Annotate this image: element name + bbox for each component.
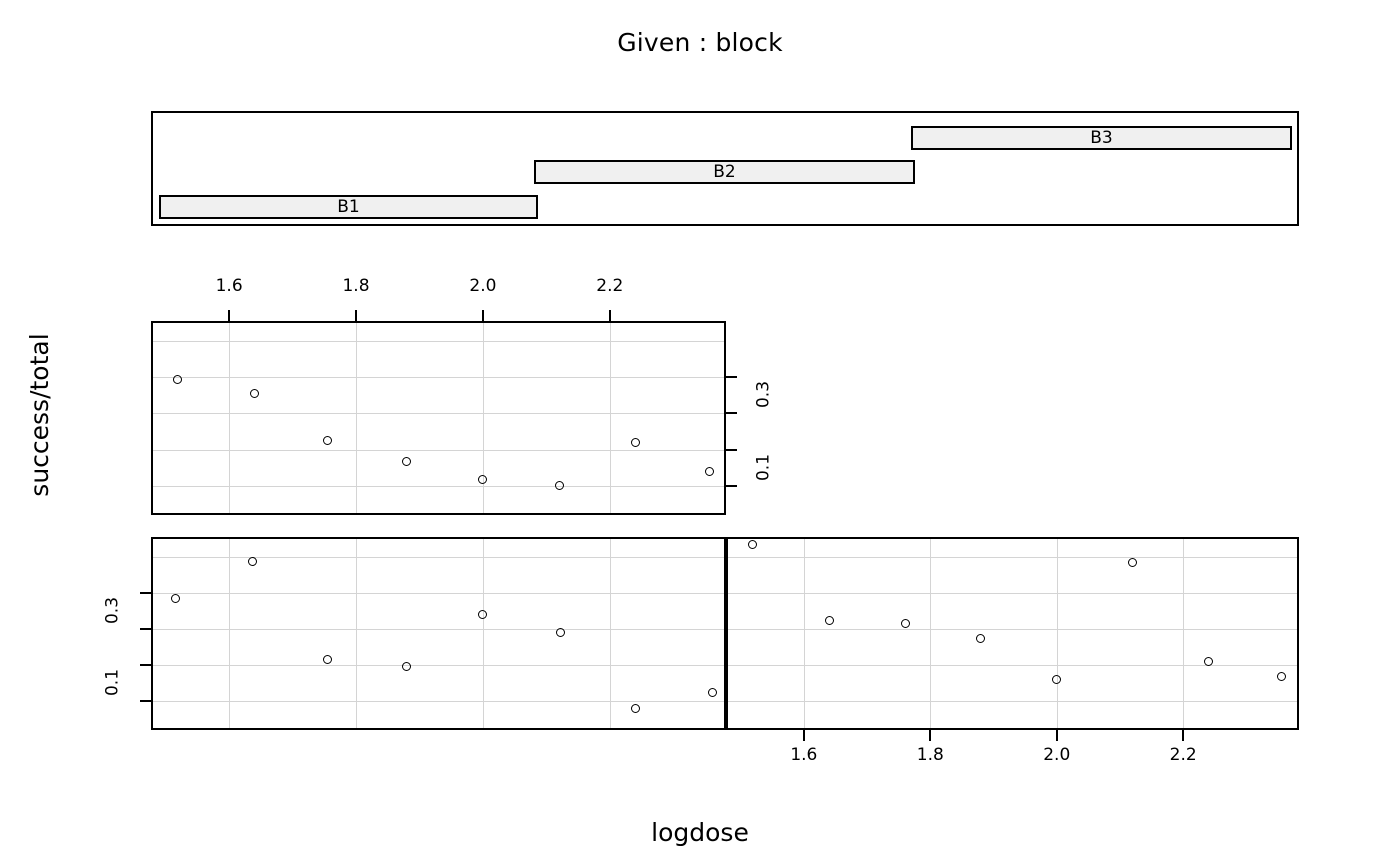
data-point (555, 628, 565, 638)
given-level-bar-b1: B1 (159, 195, 538, 219)
data-point (554, 481, 564, 491)
x-axis-tick (929, 730, 932, 741)
gridline-vertical (804, 539, 805, 728)
y-axis-tick (726, 412, 737, 415)
gridline-vertical (483, 323, 484, 513)
data-point (1203, 656, 1213, 666)
given-level-label: B1 (337, 196, 360, 217)
gridline-vertical (930, 539, 931, 728)
gridline-horizontal (153, 450, 724, 451)
data-point (322, 655, 332, 665)
gridline-vertical (483, 539, 484, 728)
gridline-horizontal (153, 665, 724, 666)
gridline-horizontal (153, 701, 724, 702)
x-axis-tick (802, 730, 805, 741)
data-point (172, 375, 182, 385)
data-point (708, 688, 718, 698)
data-point (704, 466, 714, 476)
gridline-vertical (229, 539, 230, 728)
x-axis-tick-label: 2.2 (1169, 745, 1197, 765)
y-axis-tick (726, 448, 737, 451)
data-point (401, 457, 411, 467)
data-point (630, 704, 640, 714)
x-axis-tick-label: 2.2 (596, 276, 624, 296)
gridline-horizontal (153, 486, 724, 487)
gridline-vertical (1057, 539, 1058, 728)
gridline-vertical (356, 323, 357, 513)
gridline-vertical (1183, 539, 1184, 728)
x-axis-tick (228, 310, 231, 321)
data-point (478, 610, 488, 620)
data-point (747, 539, 757, 549)
data-point (1276, 671, 1286, 681)
given-panel-title: Given : block (617, 28, 783, 57)
gridline-horizontal (728, 593, 1297, 594)
y-axis-tick (140, 592, 151, 594)
x-axis-tick-label: 2.0 (469, 276, 497, 296)
x-axis-title: logdose (651, 818, 749, 847)
y-axis-tick (140, 628, 151, 630)
gridline-horizontal (728, 701, 1297, 702)
y-axis-tick-label: 0.1 (753, 453, 774, 481)
x-axis-tick-label: 2.0 (1043, 745, 1071, 765)
given-level-bar-b3: B3 (911, 126, 1292, 150)
data-point (900, 619, 910, 629)
gridline-vertical (610, 539, 611, 728)
gridline-horizontal (728, 629, 1297, 630)
y-axis-tick-label: 0.3 (102, 596, 123, 625)
gridline-horizontal (728, 557, 1297, 558)
y-axis-tick (140, 664, 151, 666)
y-axis-tick-label: 0.3 (753, 381, 774, 409)
y-axis-tick (726, 376, 737, 379)
y-axis-tick (726, 484, 737, 487)
gridline-horizontal (153, 593, 724, 594)
gridline-horizontal (153, 557, 724, 558)
given-level-label: B2 (713, 161, 736, 182)
plot-panel-bottom-left (151, 537, 726, 730)
x-axis-tick-label: 1.6 (215, 276, 243, 296)
given-block-strip: B1 B2 B3 (151, 111, 1299, 226)
x-axis-tick (481, 310, 484, 321)
x-axis-tick-label: 1.8 (916, 745, 944, 765)
data-point (250, 388, 259, 398)
y-axis-tick (140, 700, 151, 702)
data-point (1128, 558, 1138, 568)
gridline-horizontal (153, 341, 724, 342)
data-point (401, 661, 411, 671)
gridline-horizontal (153, 629, 724, 630)
x-axis-tick (608, 310, 611, 321)
gridline-horizontal (153, 413, 724, 414)
given-level-label: B3 (1090, 127, 1113, 148)
gridline-vertical (229, 323, 230, 513)
data-point (322, 436, 332, 446)
x-axis-tick (355, 310, 358, 321)
data-point (976, 633, 986, 643)
x-axis-tick-label: 1.8 (342, 276, 370, 296)
data-point (170, 594, 180, 604)
gridline-horizontal (728, 665, 1297, 666)
data-point (248, 557, 258, 566)
plot-panel-bottom-right (726, 537, 1299, 730)
x-axis-tick (1055, 730, 1058, 741)
gridline-vertical (610, 323, 611, 513)
data-point (824, 615, 834, 625)
gridline-horizontal (153, 377, 724, 378)
data-point (1052, 674, 1062, 684)
data-point (478, 475, 488, 485)
y-axis-title: success/total (24, 333, 54, 497)
x-axis-tick-label: 1.6 (790, 745, 818, 765)
y-axis-tick-label: 0.1 (102, 668, 123, 697)
data-point (630, 438, 640, 448)
gridline-vertical (356, 539, 357, 728)
x-axis-tick (1182, 730, 1185, 741)
plot-panel-top-left (151, 321, 726, 515)
given-level-bar-b2: B2 (534, 160, 915, 184)
